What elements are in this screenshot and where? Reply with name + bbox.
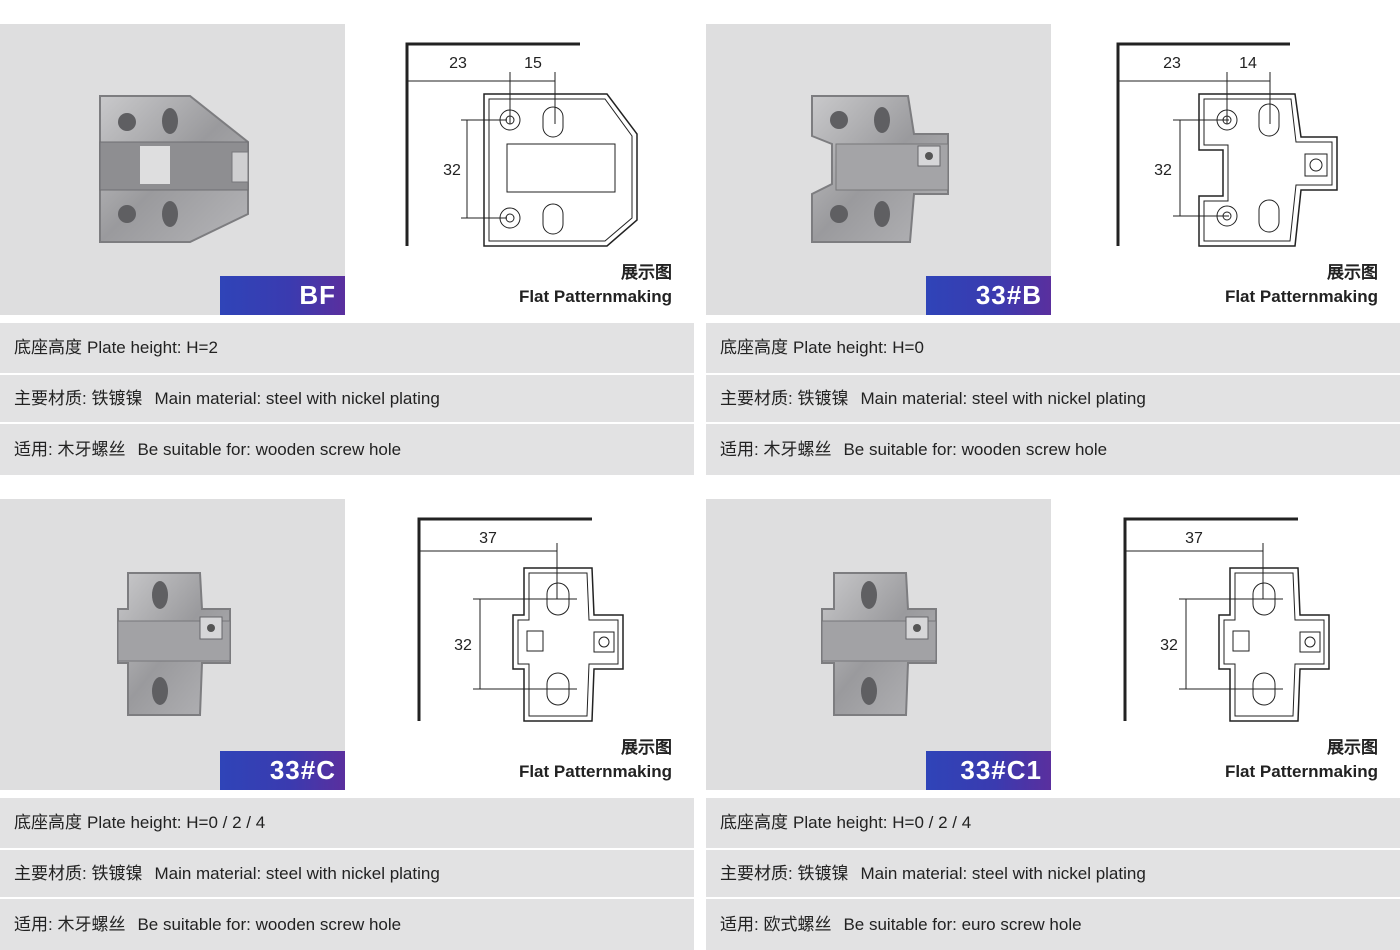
model-badge: BF [220, 276, 345, 315]
spec-row-material: 主要材质: 铁镀镍 Main material: steel with nicke… [706, 850, 1400, 897]
mounting-plate-image [811, 95, 949, 243]
dim-label: 23 [1163, 55, 1181, 72]
spec-value-en: Plate height: H=0 / 2 / 4 [793, 813, 972, 832]
product-photo: 33#B [706, 24, 1051, 315]
spec-label-cn: 底座高度 [720, 338, 788, 357]
mounting-plate-image [99, 95, 249, 243]
caption-cn: 展示图 [621, 263, 672, 282]
flat-drawing: 37 32 展示图 Flat Patternmaking [347, 499, 694, 790]
spec-row-material: 主要材质: 铁镀镍 Main material: steel with nicke… [706, 375, 1400, 422]
caption-cn: 展示图 [1327, 738, 1378, 757]
technical-drawing: 23 15 32 [405, 42, 638, 247]
technical-drawing: 37 32 [417, 517, 624, 722]
spec-label-cn: 适用: 欧式螺丝 [720, 915, 832, 934]
spec-row-suitable: 适用: 木牙螺丝 Be suitable for: wooden screw ho… [706, 424, 1400, 475]
spec-row-material: 主要材质: 铁镀镍 Main material: steel with nicke… [0, 850, 694, 897]
mounting-plate-image [821, 572, 937, 716]
spec-row-suitable: 适用: 木牙螺丝 Be suitable for: wooden screw ho… [0, 424, 694, 475]
spec-value-en: Plate height: H=0 / 2 / 4 [87, 813, 266, 832]
spec-row-plate-height: 底座高度 Plate height: H=0 / 2 / 4 [706, 798, 1400, 848]
model-badge: 33#C [220, 751, 345, 790]
spec-row-plate-height: 底座高度 Plate height: H=0 / 2 / 4 [0, 798, 694, 848]
dim-label: 32 [443, 162, 461, 179]
spec-value-en: Plate height: H=0 [793, 338, 924, 357]
product-photo: BF [0, 24, 345, 315]
spec-label-cn: 主要材质: 铁镀镍 [14, 389, 143, 408]
dim-label: 32 [454, 637, 472, 654]
flat-drawing: 37 32 展示图 Flat Patternmaking [1053, 499, 1400, 790]
spec-value-en: Be suitable for: wooden screw hole [137, 915, 402, 934]
dim-label: 15 [524, 55, 542, 72]
model-badge: 33#C1 [926, 751, 1051, 790]
spec-label-cn: 主要材质: 铁镀镍 [14, 864, 143, 883]
spec-label-cn: 主要材质: 铁镀镍 [720, 864, 849, 883]
dim-label: 14 [1239, 55, 1257, 72]
technical-drawing: 37 32 [1123, 517, 1330, 722]
spec-row-plate-height: 底座高度 Plate height: H=0 [706, 323, 1400, 373]
spec-value-en: Main material: steel with nickel plating [154, 864, 440, 883]
caption-en: Flat Patternmaking [518, 762, 672, 781]
mounting-plate-image [117, 572, 231, 716]
caption-cn: 展示图 [621, 738, 672, 757]
caption-en: Flat Patternmaking [518, 287, 672, 306]
spec-row-plate-height: 底座高度 Plate height: H=2 [0, 323, 694, 373]
spec-value-en: Plate height: H=2 [87, 338, 218, 357]
spec-label-cn: 底座高度 [14, 338, 82, 357]
flat-drawing: 23 15 32 展示图 Flat Patternmaking [347, 24, 694, 315]
caption-en: Flat Patternmaking [1224, 287, 1378, 306]
spec-value-en: Be suitable for: wooden screw hole [843, 440, 1108, 459]
spec-row-suitable: 适用: 木牙螺丝 Be suitable for: wooden screw ho… [0, 899, 694, 950]
spec-row-suitable: 适用: 欧式螺丝 Be suitable for: euro screw hole [706, 899, 1400, 950]
product-photo: 33#C [0, 499, 345, 790]
spec-value-en: Main material: steel with nickel plating [860, 864, 1146, 883]
dim-label: 32 [1154, 162, 1172, 179]
spec-label-cn: 适用: 木牙螺丝 [14, 440, 126, 459]
dim-label: 37 [1185, 530, 1203, 547]
caption-cn: 展示图 [1327, 263, 1378, 282]
dim-label: 32 [1160, 637, 1178, 654]
spec-value-en: Be suitable for: euro screw hole [843, 915, 1082, 934]
technical-drawing: 23 14 32 [1116, 42, 1338, 247]
flat-drawing: 23 14 32 展示图 Flat Patternmaking [1053, 24, 1400, 315]
spec-label-cn: 底座高度 [14, 813, 82, 832]
spec-label-cn: 适用: 木牙螺丝 [720, 440, 832, 459]
spec-value-en: Be suitable for: wooden screw hole [137, 440, 402, 459]
spec-label-cn: 适用: 木牙螺丝 [14, 915, 126, 934]
spec-label-cn: 主要材质: 铁镀镍 [720, 389, 849, 408]
spec-row-material: 主要材质: 铁镀镍 Main material: steel with nicke… [0, 375, 694, 422]
spec-value-en: Main material: steel with nickel plating [860, 389, 1146, 408]
dim-label: 37 [479, 530, 497, 547]
dim-label: 23 [449, 55, 467, 72]
product-photo: 33#C1 [706, 499, 1051, 790]
spec-label-cn: 底座高度 [720, 813, 788, 832]
spec-value-en: Main material: steel with nickel plating [154, 389, 440, 408]
caption-en: Flat Patternmaking [1224, 762, 1378, 781]
model-badge: 33#B [926, 276, 1051, 315]
